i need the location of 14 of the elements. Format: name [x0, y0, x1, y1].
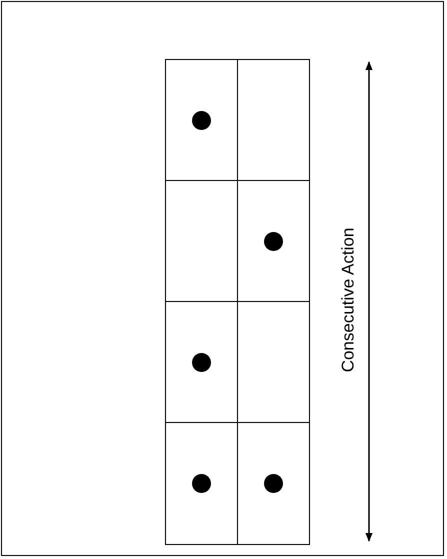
dot-marker [192, 474, 211, 493]
dot-marker [192, 353, 211, 372]
grid-cell [165, 59, 238, 182]
axis-label: Consecutive Action [338, 228, 358, 372]
dot-marker [192, 111, 211, 130]
dot-marker [264, 474, 282, 493]
dot-marker [264, 232, 282, 251]
grid-cell [236, 180, 310, 303]
grid-cell [236, 301, 310, 424]
grid-cell [165, 180, 238, 303]
grid-cell [165, 422, 238, 545]
grid-cell [236, 59, 310, 182]
grid-cell [236, 422, 310, 545]
grid-cell [165, 301, 238, 424]
